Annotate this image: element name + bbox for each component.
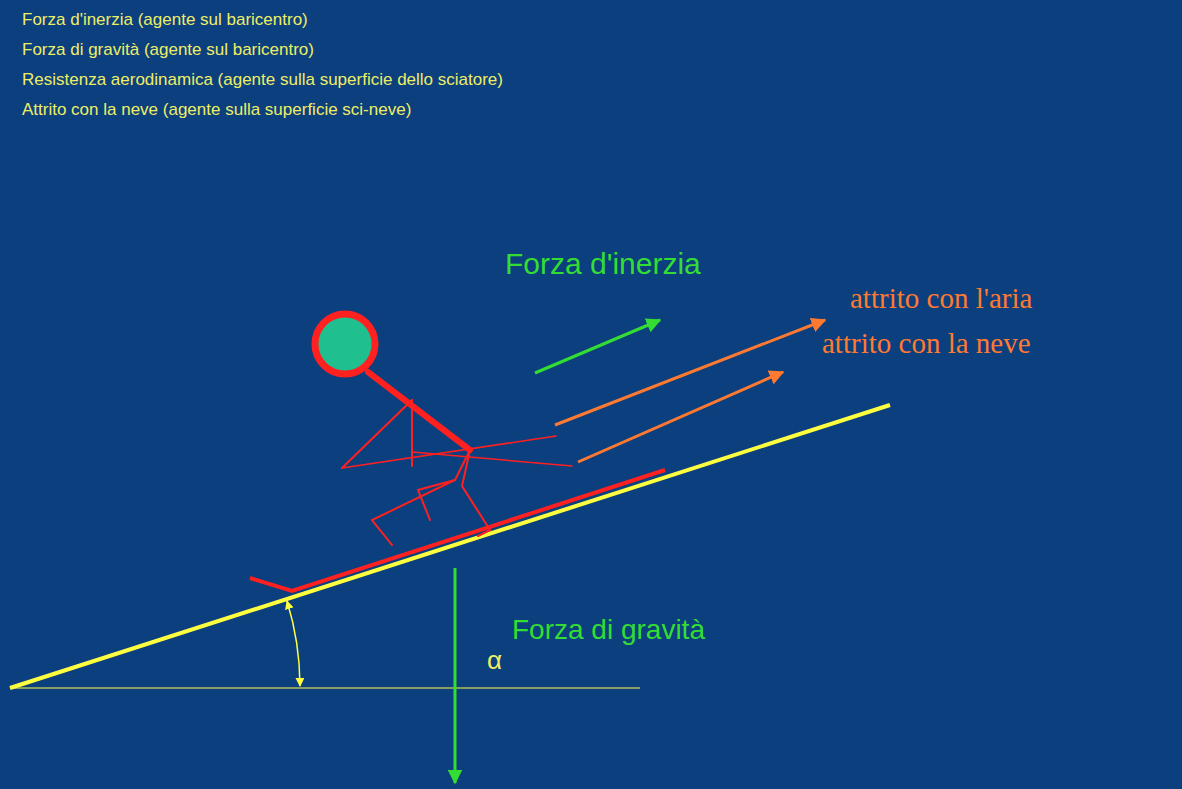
skier-leg (372, 450, 470, 545)
horizontal-line (10, 687, 640, 688)
force-label: Forza d'inerzia (505, 247, 701, 282)
ski (250, 470, 665, 591)
inertia-arrow (535, 320, 660, 373)
slope-line (10, 405, 890, 688)
ski-pole (342, 436, 556, 468)
force-label: attrito con la neve (822, 327, 1031, 360)
skier-leg (418, 480, 455, 520)
skier-arm (411, 400, 413, 466)
snow-friction-arrow (578, 372, 783, 462)
force-label: Forza di gravità (512, 614, 705, 646)
skier-leg (462, 450, 490, 536)
legend-line: Forza d'inerzia (agente sul baricentro) (22, 10, 308, 30)
angle-arc (287, 601, 300, 686)
skier-torso (368, 372, 470, 450)
skier-arm (342, 400, 412, 468)
skier-figure (342, 372, 572, 545)
legend-line: Resistenza aerodinamica (agente sulla su… (22, 70, 503, 90)
angle-label: α (487, 646, 502, 676)
legend-line: Attrito con la neve (agente sulla superf… (22, 100, 411, 120)
legend-line: Forza di gravità (agente sul baricentro) (22, 40, 314, 60)
force-label: attrito con l'aria (850, 282, 1032, 315)
air-friction-arrow (555, 320, 825, 425)
gravity-arrow (454, 568, 457, 783)
skier-head (315, 314, 375, 374)
ski-pole (412, 452, 572, 466)
